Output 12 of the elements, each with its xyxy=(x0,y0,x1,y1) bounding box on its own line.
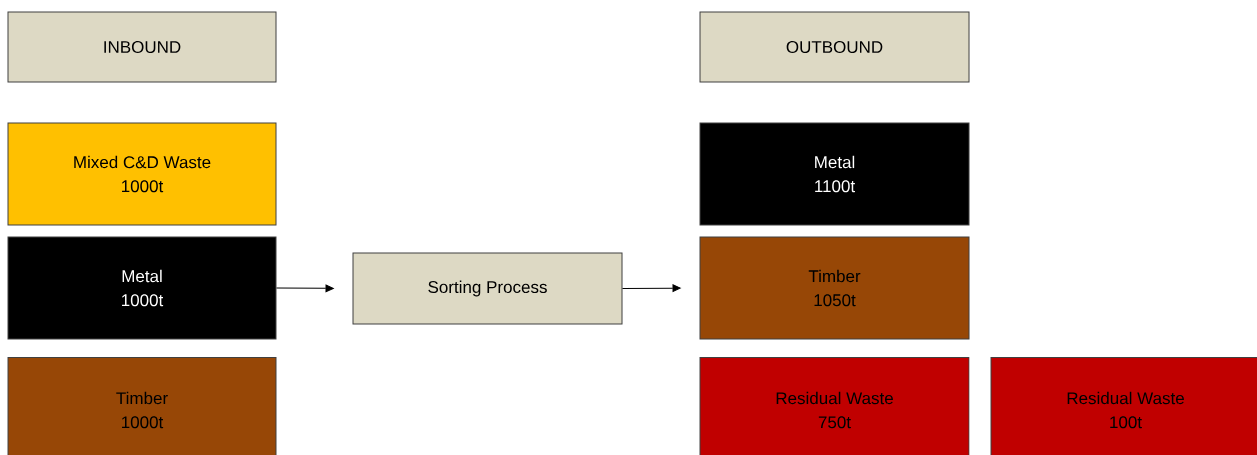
material-box: Timber 1000t xyxy=(7,357,277,455)
header-box: INBOUND xyxy=(7,11,277,83)
arrow xyxy=(276,284,334,293)
process-box: Sorting Process xyxy=(352,252,623,325)
material-box: Mixed C&D Waste 1000t xyxy=(7,122,277,226)
material-box: Timber 1050t xyxy=(699,236,970,340)
material-box: Residual Waste 100t xyxy=(990,357,1257,455)
material-box: Metal 1100t xyxy=(699,122,970,226)
material-box: Residual Waste 750t xyxy=(699,357,970,455)
arrow xyxy=(622,284,681,292)
header-box: OUTBOUND xyxy=(699,11,970,83)
material-box: Metal 1000t xyxy=(7,236,277,340)
